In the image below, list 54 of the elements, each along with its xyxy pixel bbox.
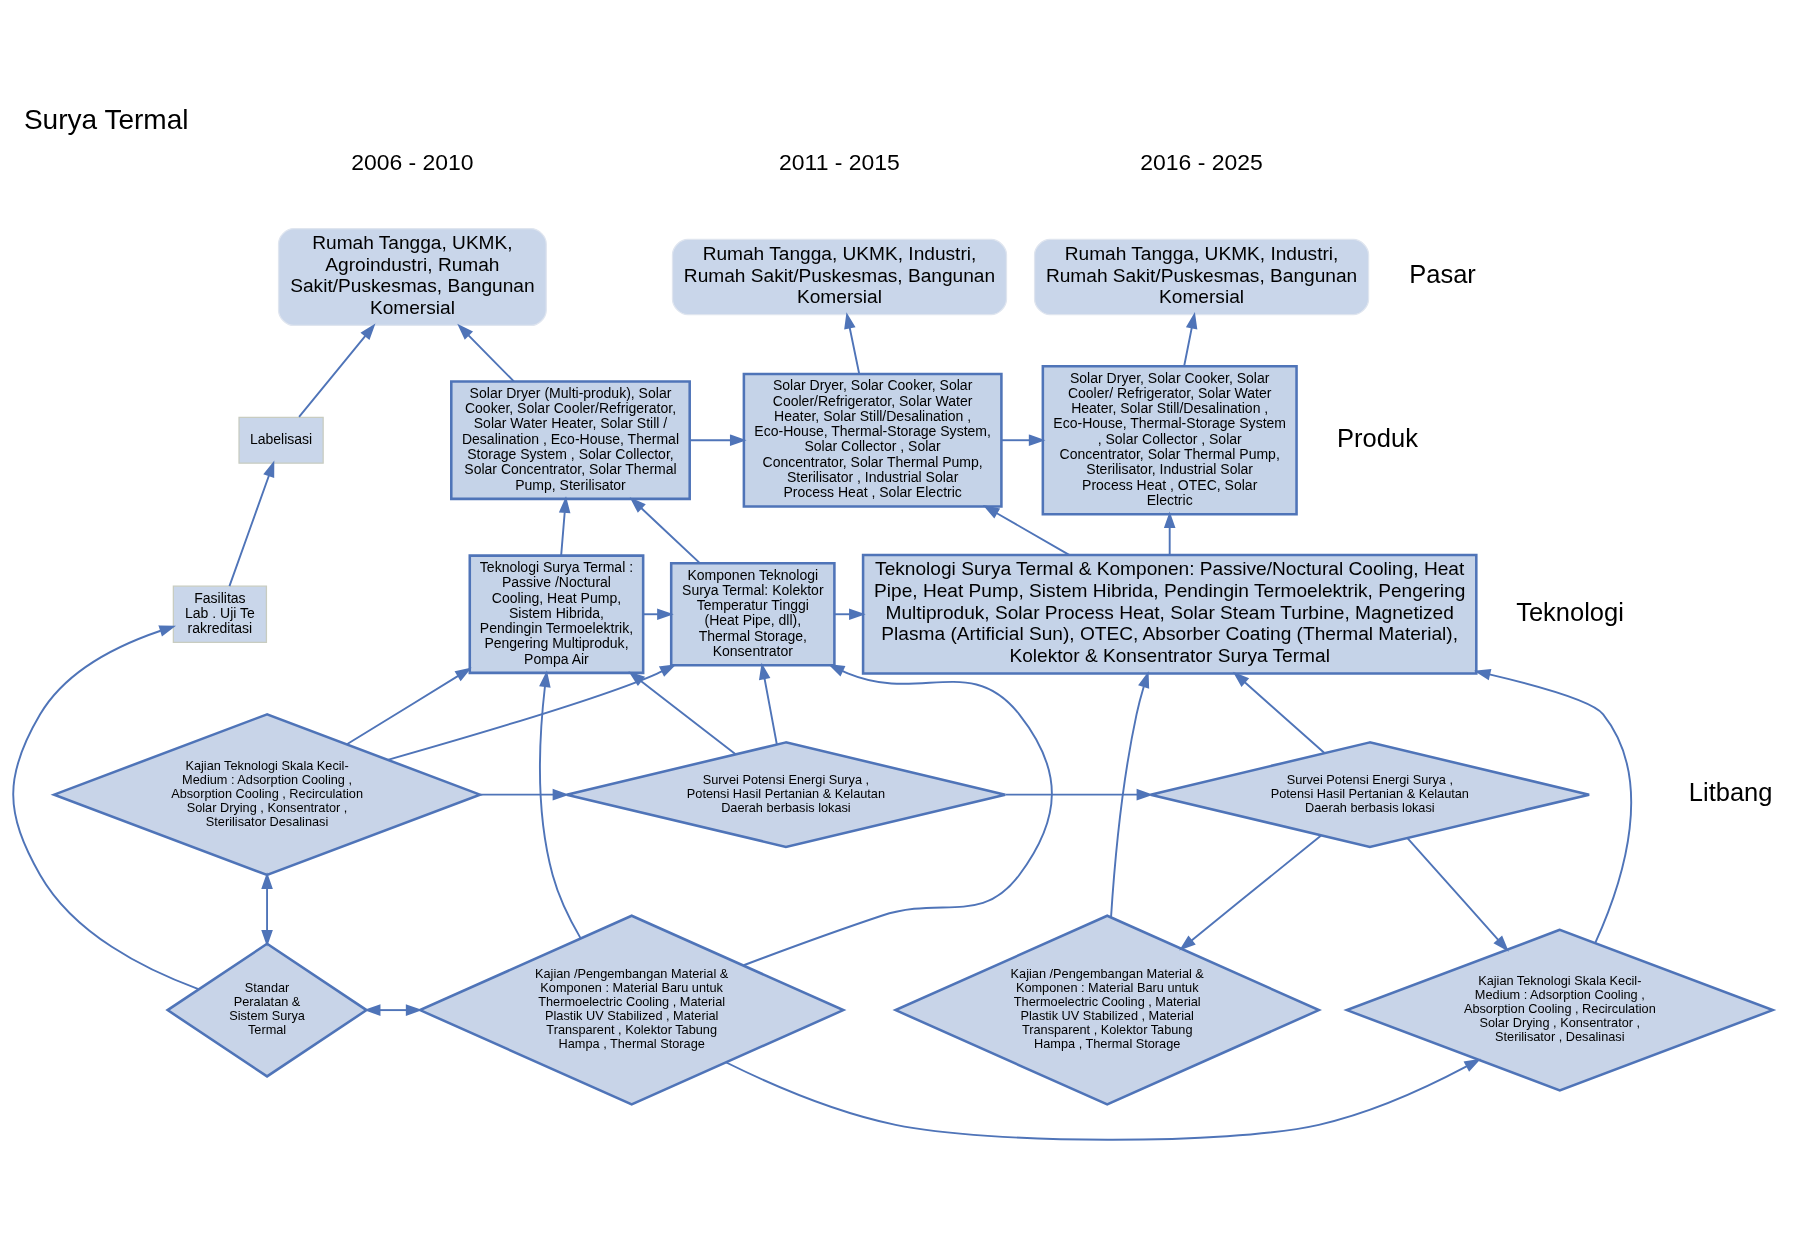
label: Teknologi — [1516, 597, 1624, 626]
arrow — [261, 871, 273, 947]
arrow — [539, 669, 582, 939]
arrow — [742, 663, 1053, 966]
node-box: Rumah Tangga, UKMK, Industri, Rumah Sakit/Puskesmas, Bangunan Komersial — [671, 238, 1008, 315]
node-box: Solar Dryer, Solar Cooker, Solar Cooler/ Refrigerator, Solar Water Heater, Solar Still/Desalination , Eco-House, Thermal-Storage System , Solar Collector , Solar Concentrator, Solar Thermal Pump, Sterilisator, Industrial Solar Process Heat , OTEC, Solar Electric — [1041, 364, 1298, 515]
node-diamond: Kajian Teknologi Skala Kecil-Medium : Adsorption Cooling , Absorption Cooling , Recirculation Solar Drying , Konsentrator , Sterilisator Desalinasi — [50, 712, 484, 876]
arrow — [629, 496, 701, 564]
label: 2011 - 2015 — [779, 148, 900, 175]
label: Produk — [1337, 423, 1418, 452]
node-diamond: Survei Potensi Energi Surya , Potensi Hasil Pertanian & Kelautan Daerah berbasis lokasi — [1149, 740, 1591, 848]
arrow — [1000, 433, 1046, 446]
node-box: Solar Dryer (Multi-produk), Solar Cooker, Solar Cooler/Refrigerator, Solar Water Heater, Solar Still / Desalination , Eco-House, Thermal Storage System , Solar Collector, Solar Concentrator, Solar Thermal Pump, Sterilisator — [450, 379, 691, 500]
arrow — [558, 495, 571, 556]
label: 2016 - 2025 — [1140, 148, 1263, 175]
arrow — [982, 504, 1071, 556]
node-box: Rumah Tangga, UKMK, Agroindustri, Rumah Sakit/Puskesmas, Bangunan Komersial — [277, 227, 547, 326]
arrow — [1163, 511, 1176, 556]
arrow — [228, 460, 275, 587]
node-box: Solar Dryer, Solar Cooker, Solar Cooler/Refrigerator, Solar Water Heater, Solar Still/Desalination , Eco-House, Thermal-Storage System, Solar Collector , Solar Concentrator, Solar Thermal Pump, Sterilisator , Industrial Solar Process Heat , Solar Electric — [742, 372, 1003, 508]
arrow — [844, 311, 861, 375]
arrow — [642, 607, 674, 620]
node-box: Komponen Teknologi Surya Termal: Kolektor Temperatur Tinggi (Heat Pipe, dll), Thermal Storage, Konsentrator — [669, 561, 836, 666]
arrow — [1004, 788, 1154, 800]
node-box: Teknologi Surya Termal & Komponen: Passive/Noctural Cooling, Heat Pipe, Heat Pump, Sistem Hibrida, Pendingin Termoelektrik, Pengering Multiproduk, Solar Process Heat, Solar Steam Turbine, Magnetized Plasma (Artificial Sun), OTEC, Absorber Coating (Thermal Material), Kolektor & Konsentrator Surya Termal — [861, 553, 1478, 675]
node-diamond: Kajian Teknologi Skala Kecil-Medium : Adsorption Cooling , Absorption Cooling , Recirculation Solar Drying , Konsentrator , Sterilisator , Desalinasi — [1343, 927, 1777, 1092]
arrow — [479, 788, 570, 800]
arrow — [298, 323, 376, 418]
arrow — [833, 607, 866, 620]
arrow — [1406, 836, 1509, 952]
node-diamond: Standar Peralatan & Sistem Surya Termal — [165, 941, 369, 1078]
arrow — [628, 670, 737, 755]
node-box: Rumah Tangga, UKMK, Industri, Rumah Sakit/Puskesmas, Bangunan Komersial — [1033, 238, 1370, 315]
arrow — [725, 1058, 1481, 1141]
arrow — [386, 663, 677, 761]
arrow — [1183, 311, 1198, 367]
label: 2006 - 2010 — [351, 148, 474, 175]
node-box: Labelisasi — [238, 416, 324, 464]
arrow — [688, 433, 747, 446]
label: Litbang — [1688, 777, 1773, 806]
node-box: Fasilitas Lab . Uji Terakreditasi — [172, 585, 268, 643]
arrow — [1232, 671, 1326, 754]
arrow — [1110, 670, 1150, 918]
arrow — [1473, 668, 1633, 944]
arrow — [1179, 833, 1323, 950]
diagram-title: Surya Termal — [23, 103, 189, 135]
label: Pasar — [1409, 259, 1476, 288]
arrow — [12, 624, 200, 990]
node-diamond: Kajian /Pengembangan Material & Komponen : Material Baru untuk Thermoelectric Cooling , Material Plastik UV Stabilized , Material Transparent , Kolektor Tabung Hampa , Thermal Storage — [892, 913, 1322, 1106]
arrow — [345, 667, 472, 745]
arrow — [758, 662, 778, 745]
node-diamond: Survei Potensi Energi Surya , Potensi Hasil Pertanian & Kelautan Daerah berbasis lokasi — [565, 740, 1007, 848]
arrow — [457, 323, 515, 382]
node-box: Teknologi Surya Termal : Passive /Noctural Cooling, Heat Pump, Sistem Hibrida, Pendingin Termoelektrik, Pengering Multiproduk, Pompa Air — [468, 553, 645, 674]
